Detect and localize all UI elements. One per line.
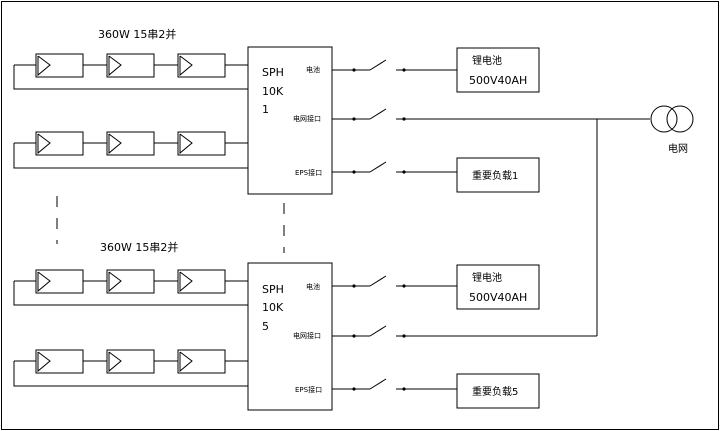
switch-eps-5 xyxy=(332,378,457,391)
inverter-5-grid-port: 电网接口 xyxy=(293,331,321,340)
string-label-2: 360W 15串2并 xyxy=(100,240,178,254)
transformer-icon xyxy=(650,105,694,133)
inverter-1-battery-port: 电池 xyxy=(306,65,320,74)
switch-eps-1 xyxy=(332,161,457,174)
pv-string-row-2a xyxy=(13,269,248,306)
inverter-1 xyxy=(247,46,333,195)
grid-label: 电网 xyxy=(668,142,688,155)
switch-battery-5 xyxy=(332,275,457,288)
switch-battery-1 xyxy=(332,59,457,72)
inverter-1-eps-port: EPS接口 xyxy=(295,168,322,177)
inverter-5-power: 10K xyxy=(262,301,284,314)
pv-string-row-2b xyxy=(13,349,248,387)
load-1-label: 重要负载1 xyxy=(472,169,518,182)
inverter-1-grid-port: 电网接口 xyxy=(293,114,321,123)
switch-grid-1 xyxy=(332,108,650,121)
load-5 xyxy=(456,373,540,409)
pv-string-row-1a xyxy=(13,53,248,90)
inverter-1-power: 10K xyxy=(262,85,284,98)
inverter-5-index: 5 xyxy=(262,320,269,333)
inverter-5-name: SPH xyxy=(262,283,284,296)
inverter-5-battery-port: 电池 xyxy=(306,282,320,291)
pv-string-row-1b xyxy=(13,131,248,169)
load-1 xyxy=(456,157,540,193)
load-5-label: 重要负载5 xyxy=(472,385,518,398)
battery-1-title: 锂电池 xyxy=(472,54,502,67)
battery-5-title: 锂电池 xyxy=(472,271,502,284)
battery-1 xyxy=(456,47,540,93)
inverter-5-eps-port: EPS接口 xyxy=(295,385,322,394)
inverter-1-name: SPH xyxy=(262,66,284,79)
inverter-1-index: 1 xyxy=(262,103,269,116)
battery-5-spec: 500V40AH xyxy=(469,291,527,304)
switch-grid-5 xyxy=(332,325,597,338)
battery-1-spec: 500V40AH xyxy=(469,74,527,87)
string-label-1: 360W 15串2并 xyxy=(98,27,176,41)
battery-5 xyxy=(456,264,540,310)
